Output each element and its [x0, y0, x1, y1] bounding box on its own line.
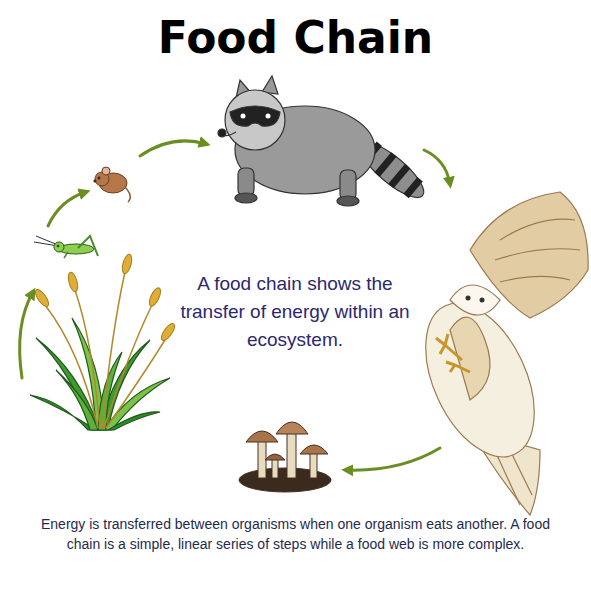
diagram-title: Food Chain — [0, 8, 591, 68]
raccoon — [218, 76, 431, 206]
center-note: A food chain shows the transfer of energ… — [165, 270, 425, 354]
grasshopper — [34, 236, 98, 258]
grass — [30, 318, 170, 430]
mouse — [94, 167, 130, 202]
wheat — [33, 253, 177, 428]
barn-owl — [404, 192, 588, 515]
mushrooms — [239, 422, 331, 492]
caption-text: Energy is transferred between organisms … — [30, 514, 561, 554]
energy-arrows — [20, 141, 450, 470]
